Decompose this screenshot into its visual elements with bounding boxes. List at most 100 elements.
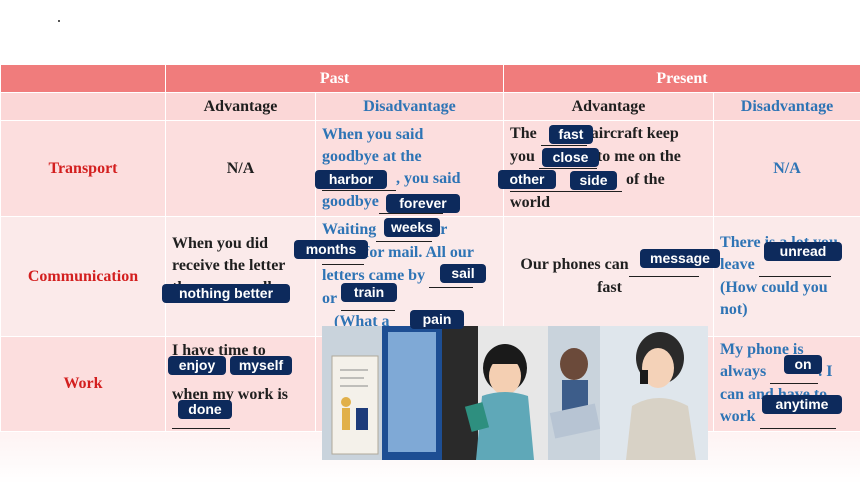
answer-tag-close: close xyxy=(542,148,599,167)
text-line: leave xyxy=(720,254,856,277)
text-line: not) xyxy=(720,301,748,318)
text-line: When you said xyxy=(322,125,424,143)
answer-blank xyxy=(172,406,230,429)
header-past-advantage: Advantage xyxy=(165,92,316,121)
answer-blank xyxy=(378,191,443,214)
header-present: Present xyxy=(503,64,860,93)
answer-tag-enjoy: enjoy xyxy=(168,356,226,375)
transport-past-disadvantage: When you said goodbye at the , you said … xyxy=(314,120,505,217)
header-past: Past xyxy=(164,64,505,93)
text-line: My phone is xyxy=(720,341,804,358)
answer-blank xyxy=(770,361,819,384)
answer-blank xyxy=(322,242,364,265)
text-fragment: or xyxy=(322,290,337,307)
text-fragment: , you said xyxy=(396,169,461,187)
answer-tag-unread: unread xyxy=(764,242,842,261)
answer-blank xyxy=(376,219,433,242)
communication-present-advantage: Our phones can fast xyxy=(503,216,715,337)
row-communication: Communication When you did receive the l… xyxy=(0,216,860,337)
header-row-period: Past Present xyxy=(0,64,860,93)
header-present-disadvantage: Disadvantage xyxy=(713,92,860,121)
answer-tag-pain: pain xyxy=(410,310,464,329)
text-fragment: letters came by xyxy=(322,267,426,284)
answer-blank xyxy=(340,288,395,311)
answer-tag-months: months xyxy=(294,240,368,259)
text-line: When you did xyxy=(172,234,269,252)
text-fragment: work xyxy=(720,408,756,425)
answer-tag-other: other xyxy=(498,170,556,189)
text-fragment: goodbye xyxy=(322,192,379,210)
text-line: when my work is xyxy=(172,385,289,403)
text-line: world xyxy=(510,194,551,211)
text-line xyxy=(172,406,311,429)
answer-tag-on: on xyxy=(784,355,822,374)
answer-tag-myself: myself xyxy=(230,356,292,375)
answer-blank xyxy=(538,146,597,169)
answer-blank xyxy=(322,168,396,191)
work-present-disadvantage: My phone is always . I can and have to w… xyxy=(713,336,860,432)
answer-tag-sail: sail xyxy=(440,264,486,283)
decorative-dot xyxy=(58,20,60,22)
text-line: receive the letter xyxy=(172,256,286,274)
text-fragment: leave xyxy=(720,256,755,273)
text-fragment: to me on the xyxy=(596,148,681,165)
communication-past-advantage: When you did receive the letter there wa… xyxy=(165,216,316,337)
text-line: always . I xyxy=(720,361,856,384)
answer-blank xyxy=(628,254,699,277)
text-line: for mail. All our xyxy=(322,242,499,265)
text-fragment: The xyxy=(510,125,537,142)
text-fragment: aircraft keep xyxy=(590,125,679,142)
text-line: Our phones can xyxy=(510,254,709,277)
illustration-svg xyxy=(322,326,708,460)
row-label-transport: Transport xyxy=(0,120,166,217)
answer-tag-train: train xyxy=(341,283,397,302)
text-fragment: Waiting xyxy=(322,221,377,238)
communication-present-disadvantage: There is a lot you leave (How could you … xyxy=(713,216,860,337)
text-line: , you said xyxy=(322,168,499,191)
answer-tag-forever: forever xyxy=(386,194,460,213)
answer-tag-nothing-better: nothing better xyxy=(162,284,290,303)
header-past-disadvantage: Disadvantage xyxy=(314,92,505,121)
answer-tag-done: done xyxy=(178,400,232,419)
two-girls-with-phones-illustration xyxy=(322,326,708,460)
text-line: fast xyxy=(597,279,622,296)
work-past-advantage: I have time to when my work is xyxy=(165,336,316,432)
transport-present-advantage: The aircraft keep you to me on the of th… xyxy=(503,120,715,217)
text-fragment: always xyxy=(720,363,767,380)
header-row-type: Advantage Disadvantage Advantage Disadva… xyxy=(0,92,860,121)
text-line: you to me on the xyxy=(510,146,709,169)
answer-tag-weeks: weeks xyxy=(384,218,440,237)
answer-blank xyxy=(758,254,831,277)
row-label-work: Work xyxy=(0,336,166,432)
header-empty xyxy=(0,64,166,93)
text-fragment: Our phones can xyxy=(520,256,629,273)
answer-tag-anytime: anytime xyxy=(762,395,842,414)
answer-tag-side: side xyxy=(570,171,617,190)
text-fragment: of the xyxy=(626,171,665,188)
text-fragment: you xyxy=(510,148,535,165)
answer-blank xyxy=(759,406,836,429)
text-line: work xyxy=(720,406,856,429)
text-fragment: for mail. All our xyxy=(364,244,474,261)
answer-blank xyxy=(429,265,474,288)
row-label-communication: Communication xyxy=(0,216,166,337)
text-line: or xyxy=(322,288,499,311)
row-transport: Transport N/A When you said goodbye at t… xyxy=(0,120,860,217)
answer-tag-fast: fast xyxy=(549,125,593,144)
text-line: (How could you xyxy=(720,279,828,296)
text-line: goodbye at the xyxy=(322,147,422,165)
text-fragment: (What a xyxy=(334,313,390,330)
text-line: goodbye xyxy=(322,191,499,214)
text-line: of the xyxy=(510,169,709,192)
text-line: The aircraft keep xyxy=(510,123,709,146)
answer-tag-harbor: harbor xyxy=(315,170,387,189)
answer-blank xyxy=(540,123,587,146)
text-line: letters came by xyxy=(322,265,499,288)
answer-blank xyxy=(510,169,623,192)
header-empty-2 xyxy=(0,92,166,121)
text-line: I have time to xyxy=(172,341,266,359)
answer-tag-message: message xyxy=(640,249,720,268)
transport-present-disadvantage: N/A xyxy=(713,120,860,217)
header-present-advantage: Advantage xyxy=(503,92,715,121)
transport-past-advantage: N/A xyxy=(165,120,316,217)
